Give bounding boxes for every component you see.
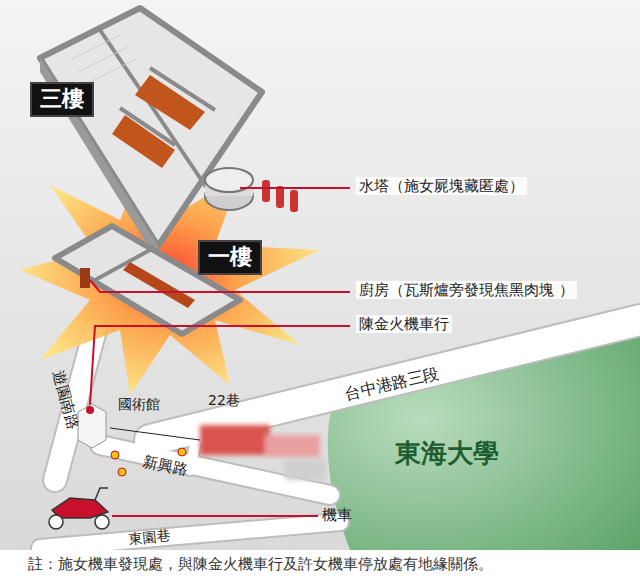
bottle (290, 190, 298, 212)
road-label: 東園巷 (128, 527, 171, 547)
floor-label: 一樓 (208, 245, 252, 269)
bed (135, 75, 205, 130)
location-dot (118, 468, 126, 476)
campus-label: 東海大學 (395, 438, 499, 469)
road-label: 遊園南路 (50, 369, 83, 432)
road-label: 台中港路三段 (343, 363, 441, 403)
scooter (49, 488, 109, 529)
bed (112, 115, 175, 168)
leader-line (240, 187, 350, 189)
road-outline (40, 522, 340, 548)
callout-label: 廚房（瓦斯爐旁發現焦黑肉塊 ） (356, 281, 577, 299)
blur-block (200, 425, 270, 455)
road-label: 新興路 (142, 453, 190, 480)
location-dot (111, 451, 119, 459)
road (190, 420, 200, 470)
stove (80, 268, 90, 288)
bottle (262, 180, 270, 202)
road (150, 320, 640, 440)
floor-tiles (70, 35, 136, 84)
location-dot (178, 448, 186, 456)
leader-line (112, 515, 318, 517)
road-label: 22巷 (208, 392, 240, 409)
blurred-area (200, 425, 325, 480)
tile-line (70, 35, 120, 60)
bottle (276, 186, 284, 208)
pointer-line (110, 428, 200, 440)
caption-note: 註：施女機車發現處，與陳金火機車行及許女機車停放處有地緣關係。 (28, 555, 493, 573)
marker-dot (86, 406, 94, 414)
road (40, 522, 340, 548)
map-ground (0, 0, 640, 550)
gas-bottles (262, 180, 298, 212)
third-floor-plan (40, 8, 262, 246)
road-label: 國術館 (118, 396, 160, 413)
callout-label: 水塔（施女屍塊藏匿處） (356, 177, 527, 195)
road-outline (150, 320, 640, 440)
floor-label: 三樓 (40, 87, 84, 111)
callout-label: 機車 (322, 506, 352, 524)
wheel (95, 515, 109, 529)
callout-label: 陳金火機車行 (356, 315, 452, 333)
wheel (49, 515, 63, 529)
floor-tag: 三樓 (30, 82, 94, 117)
leader-line (90, 280, 350, 292)
handlebar (95, 488, 108, 500)
floor-tag: 一樓 (198, 240, 262, 275)
wall (100, 30, 215, 200)
blur-block (285, 460, 325, 480)
caption-band (0, 550, 640, 582)
leader-lines (90, 188, 350, 516)
blur-block (265, 435, 320, 457)
kitchen-counter (123, 262, 195, 308)
tile-line (78, 47, 128, 72)
tile-line (86, 59, 136, 84)
